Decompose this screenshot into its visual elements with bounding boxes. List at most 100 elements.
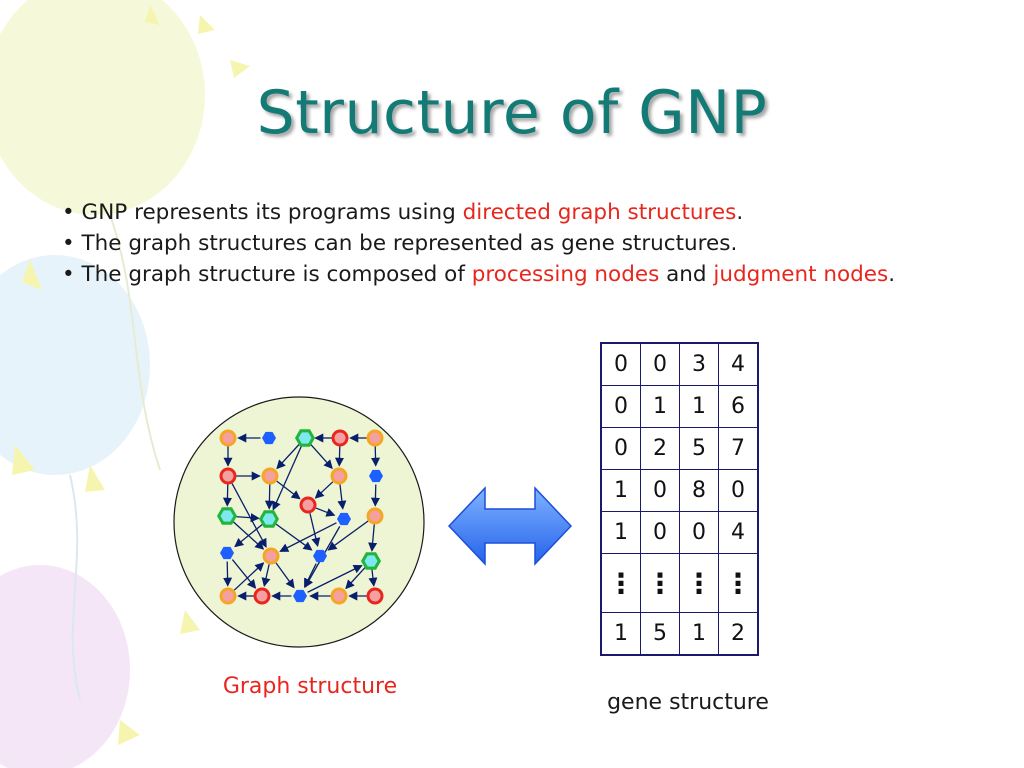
processing-node [262,547,280,565]
judgment-node [369,469,383,483]
double-arrow-icon [447,486,573,566]
gene-cell: 5 [640,612,680,656]
graph-edge [307,565,363,593]
gene-structure-caption: gene structure [607,690,769,715]
gene-cell: 0 [600,385,641,428]
gene-cell: 1 [600,612,641,656]
bullet-item: • GNP represents its programs using dire… [62,200,744,225]
gene-cell: 1 [600,511,641,554]
graph-structure-diagram [173,396,425,648]
processing-node [261,467,279,485]
gene-cell: 5 [679,427,719,470]
gene-cell: 0 [600,427,641,470]
graph-edge [327,520,369,551]
graph-edges [222,433,381,601]
gene-cell: 4 [718,342,759,386]
balloon-decoration [0,255,150,475]
judgment-node [220,546,234,560]
graph-edge [231,559,257,589]
highlight-text: judgment nodes [713,262,889,287]
processing-node [331,429,349,447]
graph-edge [368,569,378,587]
balloon-decoration [0,565,130,768]
judgment-node [337,512,351,526]
gene-cell: ⋮ [679,553,719,613]
gene-cell: ⋮ [640,553,680,613]
gene-cell: 7 [718,427,759,470]
start-node [259,510,279,528]
processing-node [253,587,271,605]
graph-edge [235,513,260,523]
processing-node [366,587,384,605]
graph-edge [231,483,267,548]
graph-edge [315,507,336,517]
graph-edge [232,521,265,550]
gene-cell: 0 [640,469,680,512]
gene-cell: ⋮ [600,553,641,613]
processing-node [330,587,348,605]
processing-node [219,467,237,485]
judgment-node [293,589,307,603]
graph-edge [309,513,321,548]
gene-row: ⋮⋮⋮⋮ [600,553,759,613]
graph-edge [223,561,233,587]
start-node [217,507,237,525]
slide-title: Structure of GNP [256,78,768,148]
gene-cell: 0 [679,511,719,554]
graph-edge [275,523,313,551]
processing-node [330,467,348,485]
gene-cell: 2 [718,612,759,656]
balloon-string [69,474,81,701]
graph-edge [276,480,301,500]
graph-edge [276,443,300,470]
judgment-node [313,549,327,563]
gene-cell: 0 [600,342,641,386]
gene-cell: 1 [640,385,680,428]
gene-cell: 6 [718,385,759,428]
processing-node [366,507,384,525]
start-node [295,429,315,447]
gene-cell: 1 [600,469,641,512]
gene-cell: 0 [718,469,759,512]
graph-edge [275,562,295,589]
gene-cell: 2 [640,427,680,470]
graph-edge [314,481,334,499]
graph-edge [310,443,333,470]
graph-edge [261,564,271,588]
processing-node [219,587,237,605]
gene-cell: 4 [718,511,759,554]
graph-edge [337,484,347,510]
graph-edge [222,484,233,507]
gene-cell: 1 [679,612,719,656]
graph-edge [272,445,303,511]
balloon-string [109,214,161,471]
graph-edge [233,562,265,591]
graph-edge [370,484,381,507]
gene-cell: 1 [679,385,719,428]
graph-edge [334,446,345,467]
processing-node [299,496,317,514]
bullet-item: • The graph structures can be represente… [62,231,738,256]
gene-cell: ⋮ [718,553,759,613]
gene-cell: 3 [679,342,719,386]
sparkle-decoration [12,5,250,745]
bullet-item: • The graph structure is composed of pro… [62,262,896,287]
bullet-list: • GNP represents its programs using dire… [62,197,982,290]
processing-node [219,429,237,447]
graph-edge [370,446,381,467]
balloon-decoration [0,0,205,215]
highlight-text: directed graph structures [462,200,737,225]
graph-edge [368,524,378,552]
processing-node [366,429,384,447]
graph-edge [279,522,337,552]
gene-cell: 0 [640,342,680,386]
gene-cell: 8 [679,469,719,512]
graph-structure-caption: Graph structure [222,674,398,699]
